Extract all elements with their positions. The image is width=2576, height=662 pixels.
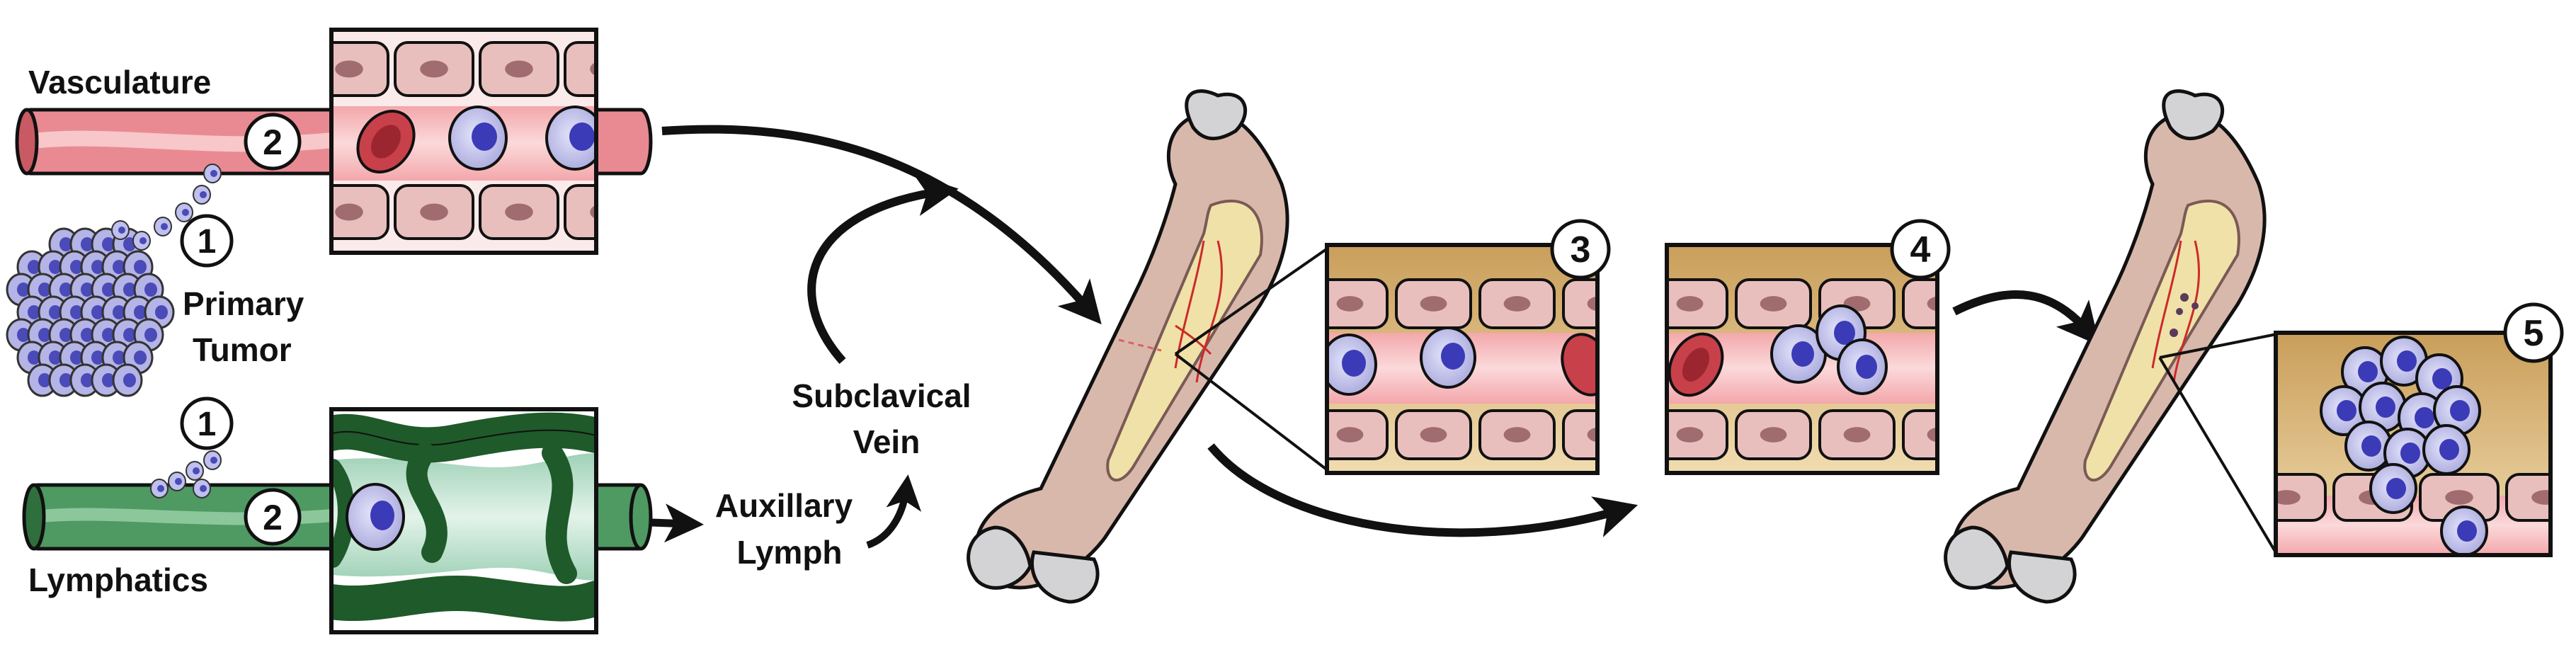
endothelial-cell: [331, 41, 389, 97]
primary-tumor-label-line1: Primary: [183, 285, 304, 322]
svg-text:2: 2: [263, 122, 283, 162]
endothelial-cell: [564, 41, 596, 97]
tumor-cell: [186, 461, 204, 481]
curved-arrow-icon: [661, 125, 1102, 325]
tumor-cell: [154, 217, 172, 236]
lymphatics-label: Lymphatics: [28, 561, 208, 598]
tumor-cell: [2440, 506, 2488, 555]
auxillary-lymph-label-line1: Auxillary: [715, 487, 853, 524]
endothelial-cell: [1327, 278, 1389, 329]
tumor-cell: [193, 479, 211, 498]
tumor-cell: [175, 202, 193, 222]
tumor-cell: [346, 483, 405, 551]
step-badge-5: 5: [2524, 313, 2544, 354]
step-badge-2-lymphatics: 2: [244, 488, 302, 546]
svg-text:1: 1: [198, 223, 217, 261]
endothelial-cell: [394, 184, 474, 240]
tumor-cell: [112, 363, 143, 397]
endothelial-cell: [1818, 409, 1896, 460]
endothelial-cell: [394, 41, 474, 97]
step-badge-3: 3: [1571, 229, 1591, 270]
auxillary-lymph-label-line2: Lymph: [736, 534, 842, 571]
endothelial-cell: [1562, 278, 1597, 329]
endothelial-cell: [2276, 473, 2327, 522]
red-blood-cell: [356, 110, 416, 173]
curved-arrow-icon: [866, 474, 922, 549]
tumor-cell: [1327, 333, 1377, 396]
svg-text:1: 1: [198, 406, 217, 443]
vasculature-zoom-box: [329, 28, 598, 255]
tumor-cell: [193, 185, 211, 205]
step-badge-4: 4: [1910, 229, 1931, 270]
tumor-cell: [2433, 385, 2481, 436]
tumor-cell: [448, 105, 508, 171]
subclavical-vein-label-line2: Vein: [853, 423, 921, 460]
bone-marrow-zoom-box-3: 3: [1325, 219, 1611, 475]
endothelial-cell: [1902, 409, 1937, 460]
endothelial-cell: [1667, 278, 1728, 329]
endothelial-cell: [1478, 409, 1556, 460]
tumor-cell: [91, 363, 122, 397]
vasculature-label: Vasculature: [28, 64, 211, 101]
endothelial-cell: [479, 184, 559, 240]
tumor-cell: [203, 450, 222, 470]
curved-arrow-icon: [1952, 290, 2100, 346]
bone-marrow-zoom-box-4: 4: [1665, 219, 1951, 475]
primary-tumor-label-line2: Tumor: [193, 331, 292, 368]
endothelial-cell: [1902, 278, 1937, 329]
tumor-cell: [545, 105, 596, 171]
straight-arrow-icon: [651, 503, 704, 543]
red-blood-cell: [1668, 332, 1724, 397]
tumor-cell: [2369, 463, 2417, 514]
endothelial-cell: [2419, 473, 2500, 522]
lymphatic-zoom-box: [329, 407, 598, 634]
disseminating-cells: [111, 164, 222, 498]
curved-arrow-icon: [807, 173, 959, 364]
primary-tumor: [6, 227, 175, 397]
endothelial-cell: [1735, 278, 1812, 329]
tumor-cell: [1837, 338, 1888, 395]
endothelial-cell: [331, 184, 389, 240]
subclavical-vein-label-line1: Subclavical: [792, 377, 971, 414]
endothelial-cell: [1562, 409, 1597, 460]
step-badge-2-vasculature: 2: [244, 113, 302, 171]
endothelial-cell: [1327, 409, 1389, 460]
curved-arrow-icon: [1207, 443, 1639, 537]
femur-bone: [967, 89, 1330, 604]
endothelial-cell: [479, 41, 559, 97]
endothelial-cell: [1667, 409, 1728, 460]
tumor-cell: [150, 479, 169, 498]
endothelial-cell: [1735, 409, 1812, 460]
tumor-cell: [1420, 326, 1476, 389]
tumor-cell: [111, 220, 130, 240]
endothelial-cell: [1478, 278, 1556, 329]
endothelial-cell: [564, 184, 596, 240]
tumor-cell: [168, 472, 186, 491]
tumor-cell: [203, 164, 222, 183]
step-badge-1-lower: 1: [180, 396, 234, 450]
endothelial-cell: [2505, 473, 2551, 522]
step-badge-1-upper: 1: [180, 214, 234, 268]
tumor-cell: [2320, 385, 2368, 436]
bone-metastasis-zoom-box-5: 5: [2274, 302, 2564, 557]
tumor-cell: [132, 231, 151, 251]
femur-bone-metastasis: [1944, 89, 2278, 604]
tumor-cell: [1770, 324, 1827, 384]
svg-text:2: 2: [263, 498, 283, 537]
endothelial-cell: [1395, 409, 1472, 460]
tumor-cell: [2422, 424, 2470, 475]
endothelial-cell: [1395, 278, 1472, 329]
